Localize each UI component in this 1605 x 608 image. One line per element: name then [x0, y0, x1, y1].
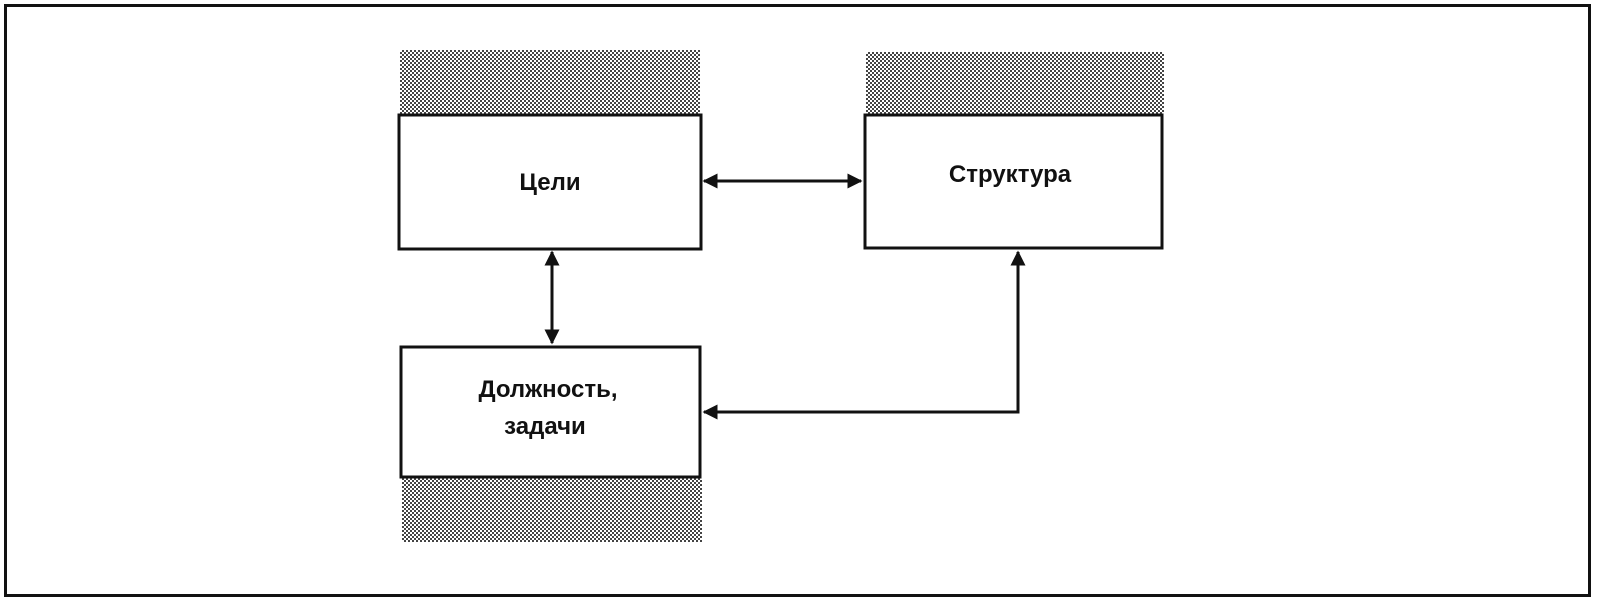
- node-goals: Цели: [397, 113, 703, 251]
- node-positions-label-line1: Должность,: [478, 376, 617, 403]
- goals-shading: [400, 50, 700, 114]
- edge-structure-positions: [702, 250, 1026, 420]
- structure-shading: [866, 52, 1164, 114]
- node-goals-label: Цели: [519, 169, 580, 196]
- node-structure-label: Структура: [949, 161, 1072, 188]
- node-positions: Должность, задачи: [399, 345, 702, 479]
- node-positions-label-line2: задачи: [504, 413, 586, 440]
- positions-shading: [402, 478, 702, 542]
- node-structure: Структура: [863, 113, 1164, 250]
